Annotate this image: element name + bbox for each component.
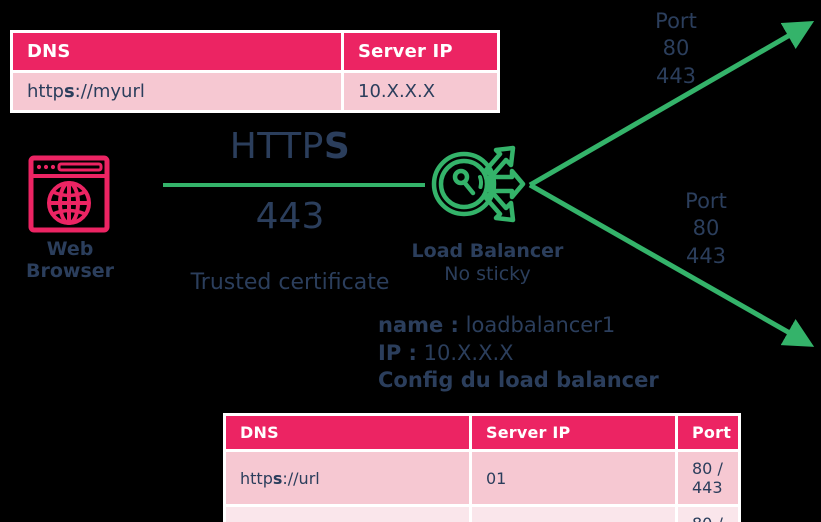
browser-label-line2: Browser: [25, 260, 115, 283]
port-label-top-http: 80: [662, 36, 690, 61]
cell-dns: https://myurl: [13, 73, 341, 110]
protocol-label: HTTPS: [150, 126, 430, 167]
web-browser-icon: [28, 155, 110, 233]
connection-line: [163, 183, 425, 187]
load-balancer-title: Load Balancer: [411, 240, 564, 262]
table-row: https://url 01 80 / 443: [226, 452, 738, 504]
config-name-value: loadbalancer1: [465, 313, 616, 337]
table-header-row: DNS Server IP Port: [226, 416, 738, 449]
trusted-certificate-label: Trusted certificate: [190, 270, 390, 295]
config-ip-key: IP :: [378, 340, 417, 365]
config-ip-row: IP : 10.X.X.X: [378, 340, 659, 368]
port-label-bottom-http: 80: [692, 216, 720, 241]
cell-dns: https://url: [226, 452, 469, 504]
config-name-row: name : loadbalancer1: [378, 312, 659, 340]
column-header-dns: DNS: [13, 33, 341, 70]
port-label-top-title: Port: [655, 9, 697, 33]
dns-prefix: http: [240, 468, 273, 488]
port-label-bottom: Port 80 443: [670, 188, 742, 270]
column-header-server-ip: Server IP: [344, 33, 497, 70]
port-label-bottom-title: Port: [685, 189, 727, 213]
dns-bold-s: s: [272, 468, 283, 488]
load-balancer-subtitle: No sticky: [444, 262, 531, 285]
cell-dns: https://url: [226, 507, 469, 522]
table-row: https://url 02 80 / 443: [226, 507, 738, 522]
table-header-row: DNS Server IP: [13, 33, 497, 70]
connection-port-label: 443: [255, 196, 325, 237]
config-title: Config du load balancer: [378, 368, 659, 393]
port-label-bottom-https: 443: [685, 243, 727, 268]
client-dns-table: DNS Server IP https://myurl 10.X.X.X: [10, 30, 500, 113]
dns-bold-s: s: [63, 81, 75, 102]
web-browser-label: Web Browser: [0, 238, 140, 283]
table-row: https://myurl 10.X.X.X: [13, 73, 497, 110]
dns-prefix: http: [27, 81, 64, 102]
protocol-prefix: HTTP: [229, 126, 324, 167]
load-balancer-config-table: DNS Server IP Port https://url 01 80 / 4…: [223, 413, 741, 522]
column-header-server-ip: Server IP: [472, 416, 675, 449]
load-balancer-icon: [431, 145, 526, 223]
cell-server-ip: 01: [472, 452, 675, 504]
config-name-key: name :: [378, 313, 459, 337]
cell-port: 80 / 443: [678, 452, 738, 504]
load-balancer-label: Load Balancer No sticky: [380, 240, 595, 286]
cell-port: 80 / 443: [678, 507, 738, 522]
column-header-dns: DNS: [226, 416, 469, 449]
cell-server-ip: 10.X.X.X: [344, 73, 497, 110]
browser-label-line1: Web: [46, 238, 94, 260]
dns-suffix: ://url: [282, 468, 320, 488]
column-header-port: Port: [678, 416, 738, 449]
load-balancer-config: name : loadbalancer1 IP : 10.X.X.X Confi…: [378, 312, 659, 395]
port-label-top-https: 443: [655, 63, 697, 88]
cell-server-ip: 02: [472, 507, 675, 522]
config-ip-value: 10.X.X.X: [423, 340, 514, 365]
protocol-bold-s: S: [323, 126, 351, 167]
port-label-top: Port 80 443: [640, 8, 712, 90]
dns-suffix: ://myurl: [74, 81, 145, 102]
